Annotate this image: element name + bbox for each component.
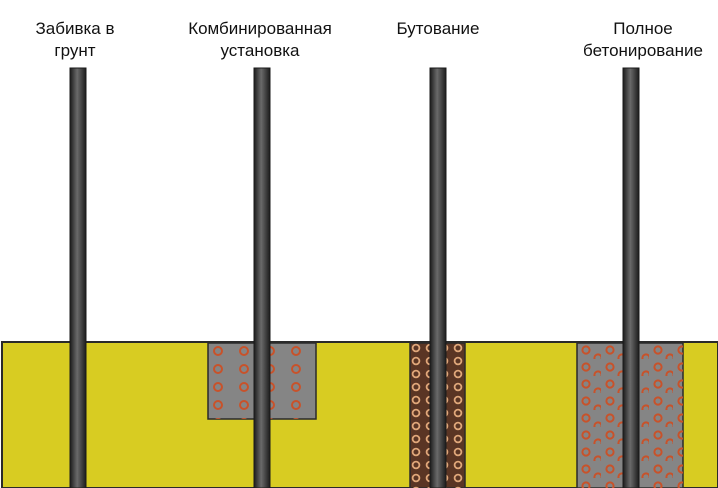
pole-full-concrete <box>622 67 640 488</box>
label-rubble: Бутование <box>396 19 480 38</box>
label-driving: Забивка в грунт <box>35 19 115 60</box>
label-combined: Комбинированная установка <box>188 19 332 60</box>
full-concrete-fill <box>576 342 684 488</box>
pole-combined <box>253 67 271 488</box>
label-full-concrete: Полное бетонирование <box>583 19 703 60</box>
pole-driving <box>69 67 87 488</box>
pole-rubble <box>429 67 447 488</box>
